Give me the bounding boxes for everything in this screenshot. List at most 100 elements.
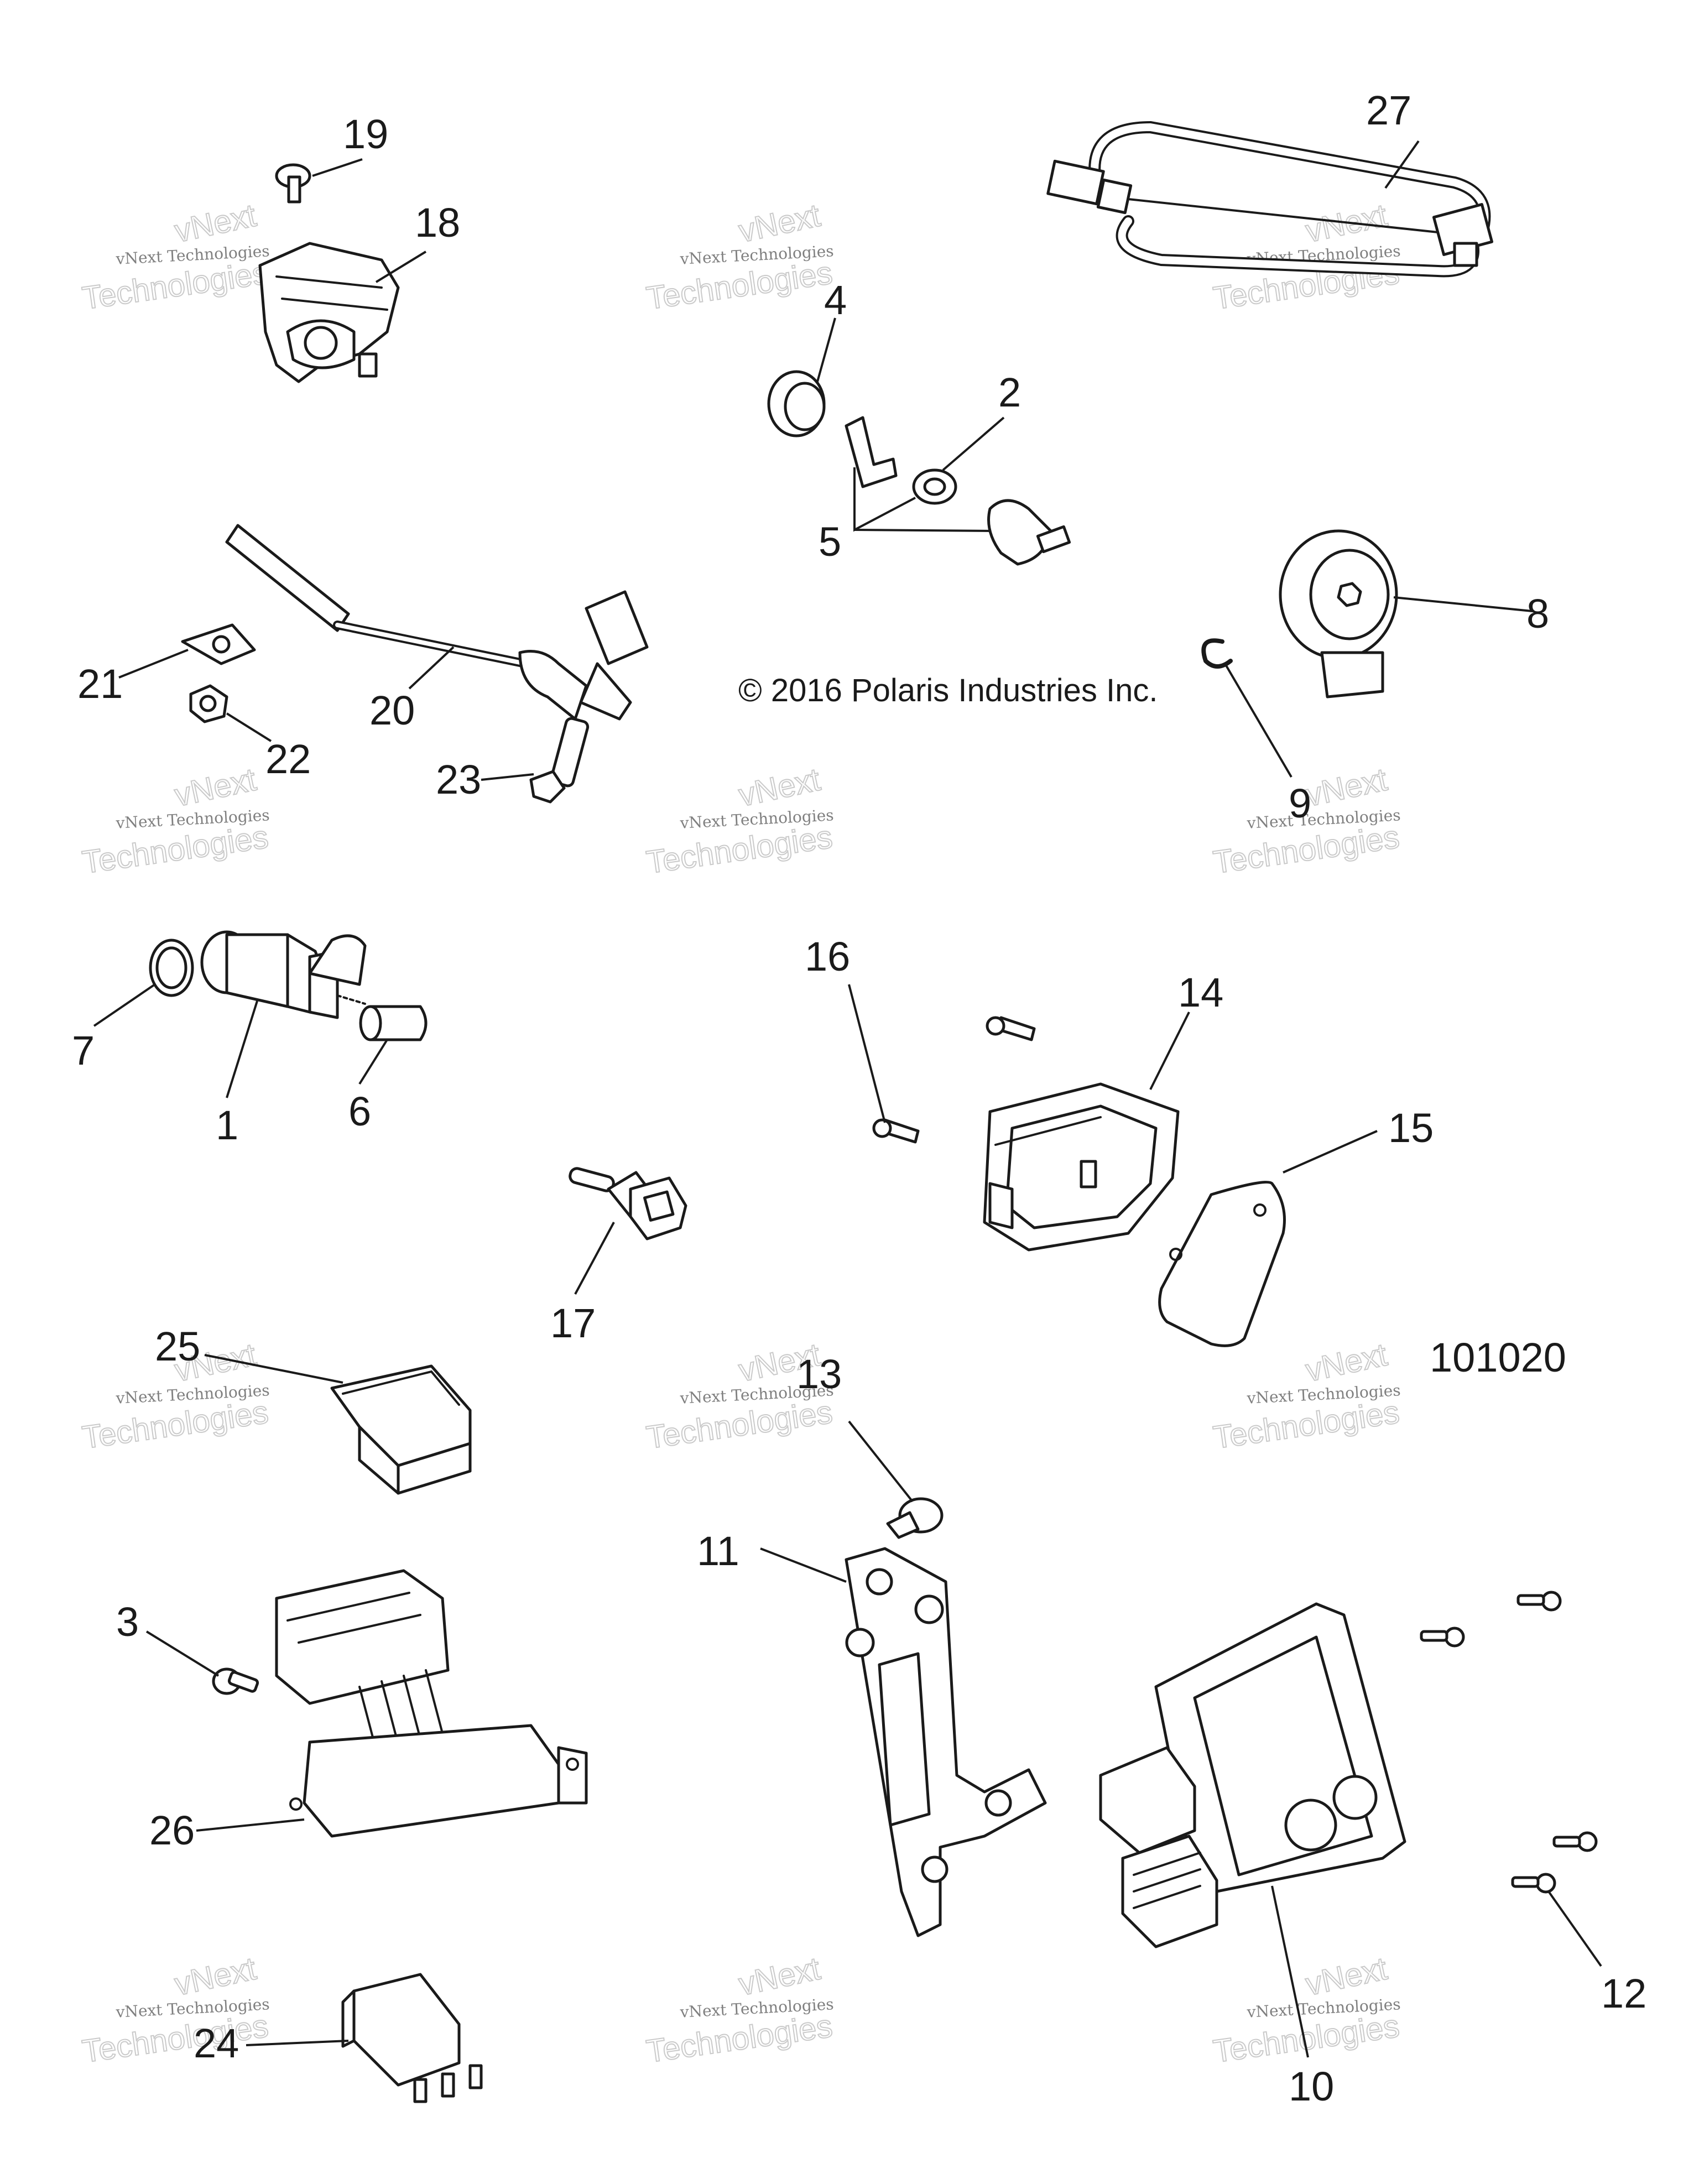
leader-6	[358, 1039, 388, 1085]
callout-1: 1	[216, 1102, 238, 1148]
leader-25	[204, 1354, 343, 1384]
leader-4	[816, 317, 836, 382]
part-10-ecu	[1099, 1602, 1406, 1948]
leader-15	[1283, 1130, 1378, 1174]
callout-2: 2	[998, 369, 1021, 415]
watermark-brand: vNext	[736, 1951, 824, 2003]
watermark-brand: vNext	[1302, 762, 1390, 814]
leader-26	[196, 1818, 305, 1832]
part-21-clamp	[181, 623, 256, 665]
part-12-screws	[1420, 1591, 1598, 1894]
leader-8	[1393, 596, 1533, 612]
part-24-switch	[341, 1973, 483, 2103]
part-17-temp-sensor	[569, 1167, 687, 1240]
callout-24: 24	[194, 2020, 239, 2066]
callout-6: 6	[348, 1088, 371, 1134]
leader-23	[481, 773, 534, 781]
leader-12	[1547, 1890, 1602, 1967]
callout-15: 15	[1388, 1105, 1434, 1151]
leader-5b	[854, 529, 991, 532]
leader-27	[1384, 140, 1420, 189]
leader-2	[942, 416, 1005, 471]
leader-22	[226, 712, 272, 742]
part-9-clip	[1201, 638, 1233, 669]
part-7-o-ring	[149, 939, 194, 997]
watermark-brand: vNext	[1302, 1951, 1390, 2003]
part-4-cap	[767, 370, 826, 437]
leader-9	[1224, 663, 1293, 778]
part-11-bracket	[845, 1547, 1047, 1937]
part-27-wire-harness	[1046, 121, 1494, 278]
leader-20	[408, 646, 455, 690]
drawing-number: 101020	[1430, 1335, 1566, 1380]
watermark-brand: vNext	[171, 197, 259, 249]
watermark-brand: vNext	[736, 762, 824, 814]
part-15-gasket	[1158, 1181, 1286, 1347]
leader-13	[848, 1420, 914, 1503]
callout-26: 26	[149, 1807, 195, 1853]
callout-23: 23	[436, 757, 481, 802]
part-23-bolt	[529, 717, 590, 804]
leader-1	[226, 1000, 258, 1098]
callout-8: 8	[1526, 591, 1549, 637]
callout-27: 27	[1366, 87, 1411, 133]
callout-22: 22	[265, 736, 311, 782]
callout-3: 3	[116, 1599, 139, 1645]
part-18-map-sensor	[258, 242, 400, 383]
part-26-module	[275, 1569, 588, 1838]
leader-11	[760, 1547, 847, 1583]
callout-11: 11	[697, 1528, 739, 1574]
leader-16	[848, 984, 886, 1123]
part-19-screw	[275, 163, 311, 204]
callout-18: 18	[415, 200, 460, 246]
callout-10: 10	[1289, 2063, 1334, 2109]
watermark-brand: vNext	[171, 762, 259, 814]
callout-9: 9	[1289, 780, 1311, 826]
watermark-brand: vNext	[171, 1951, 259, 2003]
leader-7	[93, 983, 156, 1027]
leader-10	[1271, 1885, 1309, 2058]
callout-12: 12	[1601, 1971, 1646, 2016]
callout-20: 20	[369, 687, 415, 733]
part-16-screws	[872, 1016, 1036, 1144]
leader-3	[145, 1630, 220, 1677]
callout-14: 14	[1178, 969, 1223, 1015]
watermark-brand: vNext	[736, 197, 824, 249]
callout-labels: 19 18 27 4 2 5 8 9 21 22 20 23 7 1 6 16 …	[72, 87, 1646, 2109]
copyright-text: © 2016 Polaris Industries Inc.	[738, 673, 1158, 708]
part-25-relay	[330, 1364, 472, 1495]
part-20-speed-sensor	[225, 524, 649, 721]
part-3-screw	[212, 1667, 259, 1695]
leader-14	[1149, 1012, 1190, 1090]
part-1-cam-sensor	[200, 930, 367, 1019]
part-14-housing	[983, 1082, 1180, 1252]
part-5-sensor-kit	[845, 416, 1071, 566]
leader-lines	[93, 140, 1602, 2058]
leader-17	[574, 1222, 615, 1295]
callout-13: 13	[796, 1351, 842, 1397]
part-13-rivet	[886, 1497, 944, 1539]
leader-19	[312, 158, 363, 177]
watermark-brand: vNext	[1302, 1337, 1390, 1389]
callout-16: 16	[805, 934, 850, 979]
part-6-bushing	[336, 994, 428, 1041]
callout-4: 4	[824, 277, 847, 323]
callout-21: 21	[77, 661, 123, 707]
callout-19: 19	[343, 111, 388, 157]
callout-17: 17	[550, 1300, 596, 1346]
leader-24	[246, 2040, 349, 2046]
leader-18	[375, 251, 427, 283]
part-8-knock-sensor	[1279, 529, 1398, 699]
part-22-nut	[189, 684, 228, 723]
callout-7: 7	[72, 1028, 95, 1073]
callout-25: 25	[155, 1323, 200, 1369]
callout-5: 5	[819, 519, 841, 565]
